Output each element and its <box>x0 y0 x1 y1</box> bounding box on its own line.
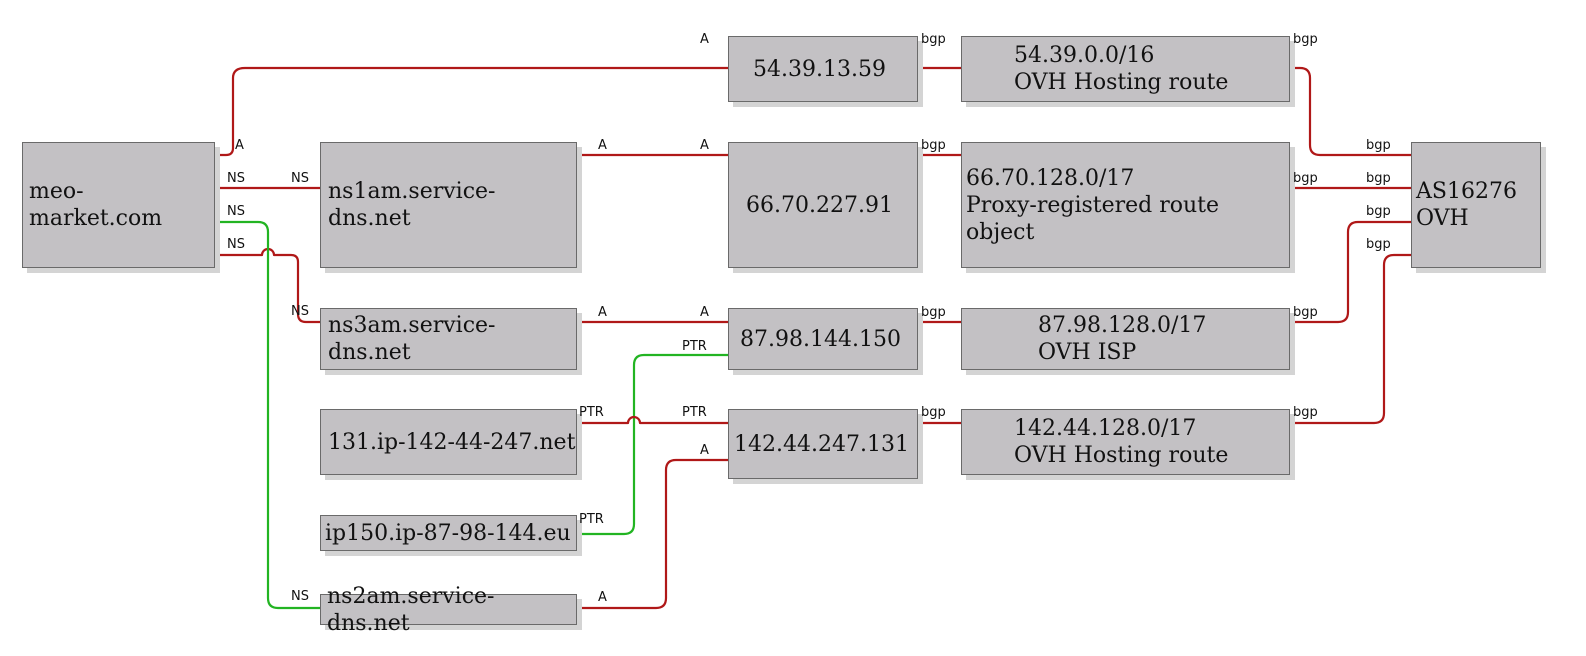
route-description: OVH Hosting route <box>1014 70 1229 95</box>
node-label: meo-market.com <box>29 179 163 231</box>
node-route-54-39[interactable]: 54.39.0.0/16 OVH Hosting route <box>961 36 1290 102</box>
edge-label-bgp: bgp <box>1293 171 1318 186</box>
node-label: 142.44.247.131 <box>734 431 909 457</box>
as-number: AS16276 <box>1416 179 1517 204</box>
edge-ns2-ip142 <box>580 458 735 610</box>
edge-rt54-as <box>1293 66 1427 157</box>
edge-label-bgp: bgp <box>1366 204 1391 219</box>
node-ip-66-70-227-91[interactable]: 66.70.227.91 <box>728 142 918 268</box>
edge-label-ns: NS <box>291 589 309 604</box>
node-label: 66.70.227.91 <box>746 192 893 218</box>
node-ip-87-98-144-150[interactable]: 87.98.144.150 <box>728 308 918 370</box>
edge-label-bgp: bgp <box>1293 305 1318 320</box>
node-route-142-44[interactable]: 142.44.128.0/17 OVH Hosting route <box>961 409 1290 475</box>
edge-label-a: A <box>598 305 607 320</box>
route-prefix: 142.44.128.0/17 <box>1014 416 1197 441</box>
route-description: OVH ISP <box>1038 340 1137 365</box>
node-label: ns1am.service-dns.net <box>328 179 496 231</box>
edge-meo-ns2 <box>217 220 322 610</box>
node-label: 87.98.144.150 <box>740 326 901 352</box>
edge-label-ptr: PTR <box>579 405 604 420</box>
route-prefix: 54.39.0.0/16 <box>1014 43 1155 68</box>
edge-label-bgp: bgp <box>921 405 946 420</box>
node-ns2am[interactable]: ns2am.service-dns.net <box>320 584 577 636</box>
edge-label-ptr: PTR <box>682 339 707 354</box>
edge-label-bgp: bgp <box>921 305 946 320</box>
node-meo-market[interactable]: meo-market.com <box>22 142 215 268</box>
edge-label-bgp: bgp <box>1293 32 1318 47</box>
route-prefix: 66.70.128.0/17 <box>966 165 1135 191</box>
edge-label-ns: NS <box>227 237 245 252</box>
node-ip-142-44-247-131[interactable]: 142.44.247.131 <box>728 409 918 479</box>
edge-label-ns: NS <box>291 171 309 186</box>
edge-label-bgp: bgp <box>1293 405 1318 420</box>
edge-label-ns: NS <box>227 171 245 186</box>
edge-label-ns: NS <box>291 304 309 319</box>
edge-label-bgp: bgp <box>1366 237 1391 252</box>
edge-meo-ns3 <box>217 247 322 324</box>
node-label: ip150.ip-87-98-144.eu <box>325 520 571 546</box>
node-route-87-98[interactable]: 87.98.128.0/17 OVH ISP <box>961 308 1290 370</box>
edge-label-a: A <box>700 138 709 153</box>
node-131-ip[interactable]: 131.ip-142-44-247.net <box>320 409 577 475</box>
node-ip150[interactable]: ip150.ip-87-98-144.eu <box>320 515 577 551</box>
node-route-66-70[interactable]: 66.70.128.0/17 Proxy-registered route ob… <box>961 142 1290 268</box>
as-name: OVH <box>1416 206 1469 231</box>
node-label: ns2am.service-dns.net <box>327 583 495 636</box>
edge-label-bgp: bgp <box>1366 138 1391 153</box>
edge-label-a: A <box>700 443 709 458</box>
node-label: ns3am.service-dns.net <box>328 313 496 365</box>
route-description: OVH Hosting route <box>1014 443 1229 468</box>
route-description: Proxy-registered route object <box>966 192 1220 245</box>
edge-rt87-as <box>1293 220 1427 324</box>
route-prefix: 87.98.128.0/17 <box>1038 313 1207 338</box>
edge-meo-ip54 <box>217 66 735 157</box>
edge-label-a: A <box>700 305 709 320</box>
edge-label-ptr: PTR <box>579 512 604 527</box>
node-label: 54.39.13.59 <box>753 56 886 82</box>
edge-label-ns: NS <box>227 204 245 219</box>
edge-r131-ip142 <box>580 415 735 425</box>
edge-label-a: A <box>700 32 709 47</box>
edge-label-bgp: bgp <box>921 138 946 153</box>
edge-ip150-ip87 <box>580 353 735 536</box>
edge-rt142-as <box>1293 253 1427 425</box>
node-ip-54-39-13-59[interactable]: 54.39.13.59 <box>728 36 918 102</box>
node-as16276[interactable]: AS16276 OVH <box>1411 142 1541 268</box>
node-ns1am[interactable]: ns1am.service-dns.net <box>320 142 577 268</box>
edge-label-bgp: bgp <box>921 32 946 47</box>
node-ns3am[interactable]: ns3am.service-dns.net <box>320 308 577 370</box>
edge-label-ptr: PTR <box>682 405 707 420</box>
edge-label-bgp: bgp <box>1366 171 1391 186</box>
node-label: 131.ip-142-44-247.net <box>328 429 576 455</box>
edge-label-a: A <box>598 590 607 605</box>
edge-label-a: A <box>598 138 607 153</box>
edge-label-a: A <box>235 138 244 153</box>
